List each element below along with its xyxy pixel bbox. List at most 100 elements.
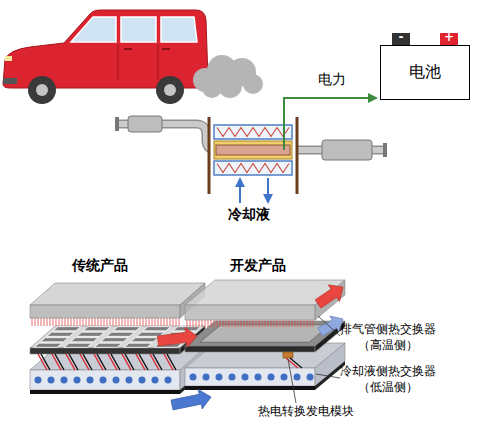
section-heading: 开发产品: [230, 256, 310, 274]
thermoelectric-tile: [124, 343, 152, 347]
heat-fin: [179, 318, 180, 326]
heat-fin: [170, 318, 171, 326]
coolant-out-arrow: [318, 316, 343, 336]
heat-fin: [241, 320, 242, 327]
coolant-channel: [294, 374, 301, 381]
heat-fin: [164, 318, 165, 326]
slab-front: [185, 368, 315, 386]
lead-wire: [83, 354, 92, 370]
heat-fin: [274, 320, 275, 327]
coolant-arrow: [239, 179, 241, 203]
thermoelectric-tile: [101, 338, 129, 342]
coolant-channel: [126, 377, 133, 384]
car-handle: [124, 48, 132, 50]
heat-fin: [208, 320, 209, 327]
slab-front: [185, 305, 315, 320]
heat-fin: [187, 320, 188, 327]
heat-fin: [301, 320, 302, 327]
coolant-arrow: [267, 178, 269, 202]
coolant-channel: [307, 374, 314, 381]
power-arrow: [284, 98, 376, 150]
heat-fin: [247, 320, 248, 327]
slab-front: [185, 346, 315, 352]
car-wheel: [28, 76, 56, 104]
base-plate: [185, 386, 315, 390]
slab-front: [30, 348, 180, 354]
lead-wire: [97, 354, 106, 370]
slab-top: [30, 348, 205, 370]
heat-fin: [110, 318, 111, 326]
module-plate: [200, 325, 330, 343]
heat-fin: [119, 318, 120, 326]
lead-wire: [153, 354, 162, 370]
coolant-channel: [268, 374, 275, 381]
heat-fin: [134, 318, 135, 326]
heat-fin: [262, 320, 263, 327]
battery-box: 电池: [380, 45, 470, 100]
terminal-sign: -: [392, 31, 410, 43]
coolant-label: 冷却液: [228, 205, 288, 223]
heat-fin: [143, 318, 144, 326]
heat-fin: [152, 318, 153, 326]
exhaust-out-arrow: [315, 285, 343, 308]
lead-wire: [41, 354, 50, 370]
coolant-channel: [113, 377, 120, 384]
base-plate: [30, 390, 180, 394]
heat-fin: [125, 318, 126, 326]
power-label: 电力: [318, 70, 358, 88]
heat-fin: [292, 320, 293, 327]
thermoelectric-tile: [71, 338, 99, 342]
callout-label: 排气管侧热交换器 （高温侧）: [338, 322, 438, 353]
coolant-channel: [48, 377, 55, 384]
heat-fin: [116, 318, 117, 326]
car-bumper: [3, 78, 17, 84]
heat-fin: [304, 320, 305, 327]
slab-top: [30, 326, 205, 348]
leader-line: [318, 316, 340, 336]
lead-wire: [125, 354, 134, 370]
coolant-channel: [87, 377, 94, 384]
heat-fin: [190, 320, 191, 327]
coolant-channel: [229, 374, 236, 381]
car-window: [71, 17, 116, 42]
coolant-channel: [242, 374, 249, 381]
callout-label: 冷却液侧热交换器 （低温侧）: [338, 364, 438, 395]
muffler: [128, 116, 162, 132]
heat-fin: [113, 318, 114, 326]
heat-fin: [35, 318, 36, 326]
coolant-channel: [190, 374, 197, 381]
coolant-channel: [100, 377, 107, 384]
heat-fin: [268, 320, 269, 327]
thermoelectric-tile: [77, 332, 105, 336]
box-label: 电池: [409, 62, 441, 83]
car-door-line: [158, 44, 159, 80]
slab-front: [30, 370, 180, 390]
heat-fin: [104, 318, 105, 326]
slab-side: [315, 280, 345, 320]
exhaust-in-arrow: [157, 327, 197, 347]
heat-fin: [235, 320, 236, 327]
heat-fin: [176, 318, 177, 326]
heat-fin: [211, 320, 212, 327]
terminal-sign: +: [440, 31, 458, 43]
heat-fin: [244, 320, 245, 327]
thermoelectric-tile: [143, 327, 171, 331]
heat-fin: [32, 318, 33, 326]
heat-fin: [217, 320, 218, 327]
heat-fin: [283, 320, 284, 327]
heat-fin: [265, 320, 266, 327]
heat-fin: [50, 318, 51, 326]
car-window: [121, 17, 156, 42]
heat-fin: [223, 320, 224, 327]
coolant-exchanger: [214, 125, 292, 139]
lead-wire: [139, 354, 148, 370]
heat-fin: [205, 320, 206, 327]
heat-fin: [56, 318, 57, 326]
module-frame: [208, 117, 211, 194]
coolant-channel: [35, 377, 42, 384]
heat-fin: [277, 320, 278, 327]
slab-top: [30, 283, 205, 305]
heat-fin: [202, 320, 203, 327]
heat-fin: [83, 318, 84, 326]
leader-line: [316, 374, 340, 378]
